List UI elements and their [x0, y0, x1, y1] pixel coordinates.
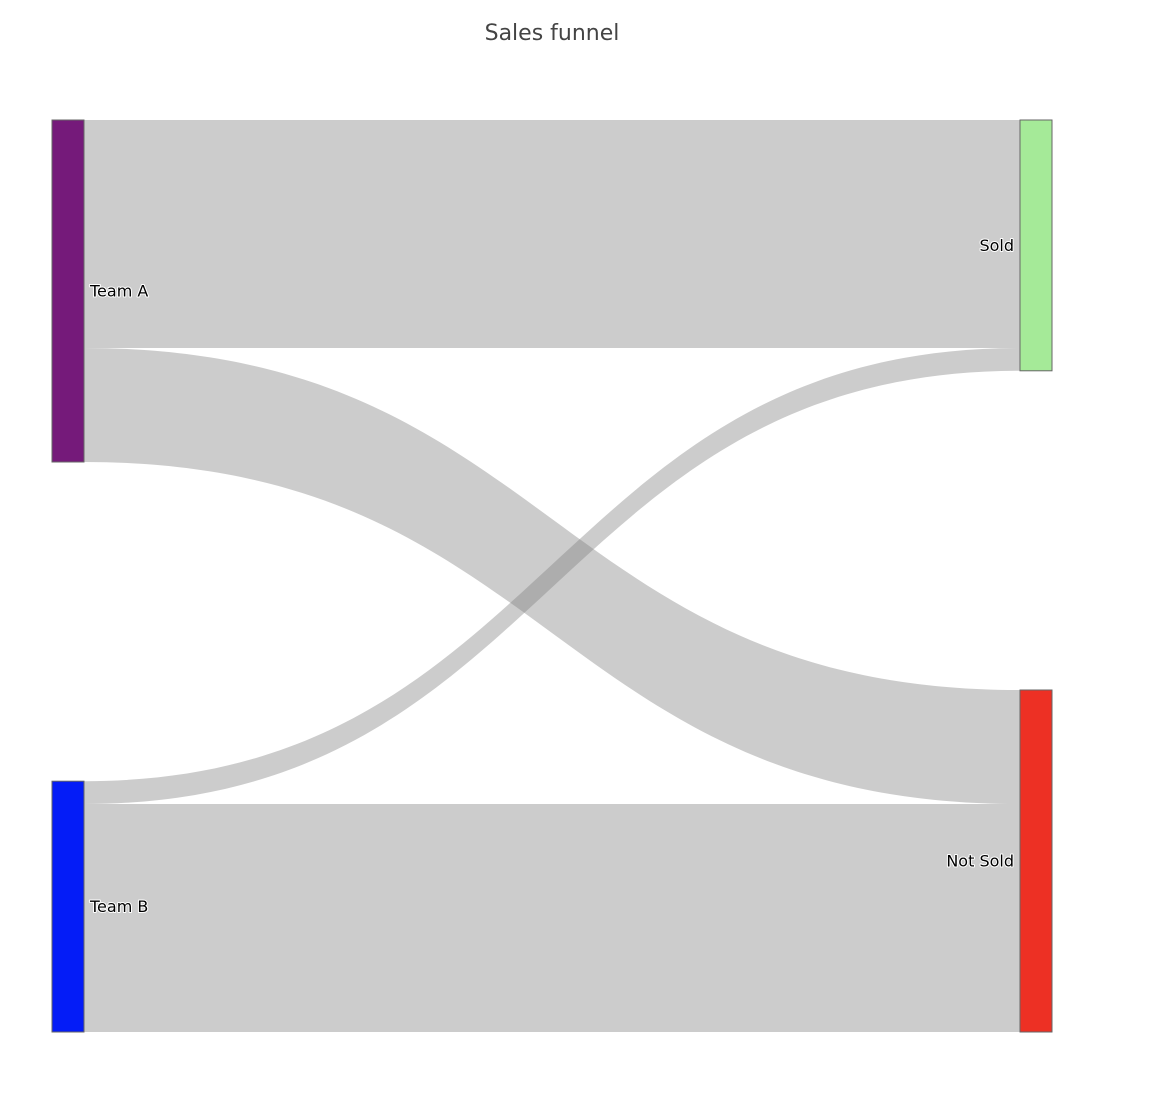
- links-layer: [84, 120, 1020, 1032]
- node-label-team-a: Team A: [89, 282, 148, 301]
- node-team-b[interactable]: [51, 780, 85, 1033]
- chart-title: Sales funnel: [485, 21, 620, 46]
- link-team_a-to-not_sold[interactable]: [84, 348, 1020, 804]
- link-team_a-to-sold[interactable]: [84, 120, 1020, 348]
- nodes-layer: [51, 119, 1053, 1033]
- node-label-team-b: Team B: [89, 897, 148, 916]
- node-team-a[interactable]: [51, 119, 85, 463]
- link-team_b-to-sold[interactable]: [84, 348, 1020, 804]
- node-not-sold[interactable]: [1019, 689, 1053, 1033]
- link-team_b-to-not_sold[interactable]: [84, 804, 1020, 1032]
- node-label-not-sold: Not Sold: [946, 852, 1014, 871]
- node-label-sold: Sold: [979, 236, 1014, 255]
- node-sold[interactable]: [1019, 119, 1053, 372]
